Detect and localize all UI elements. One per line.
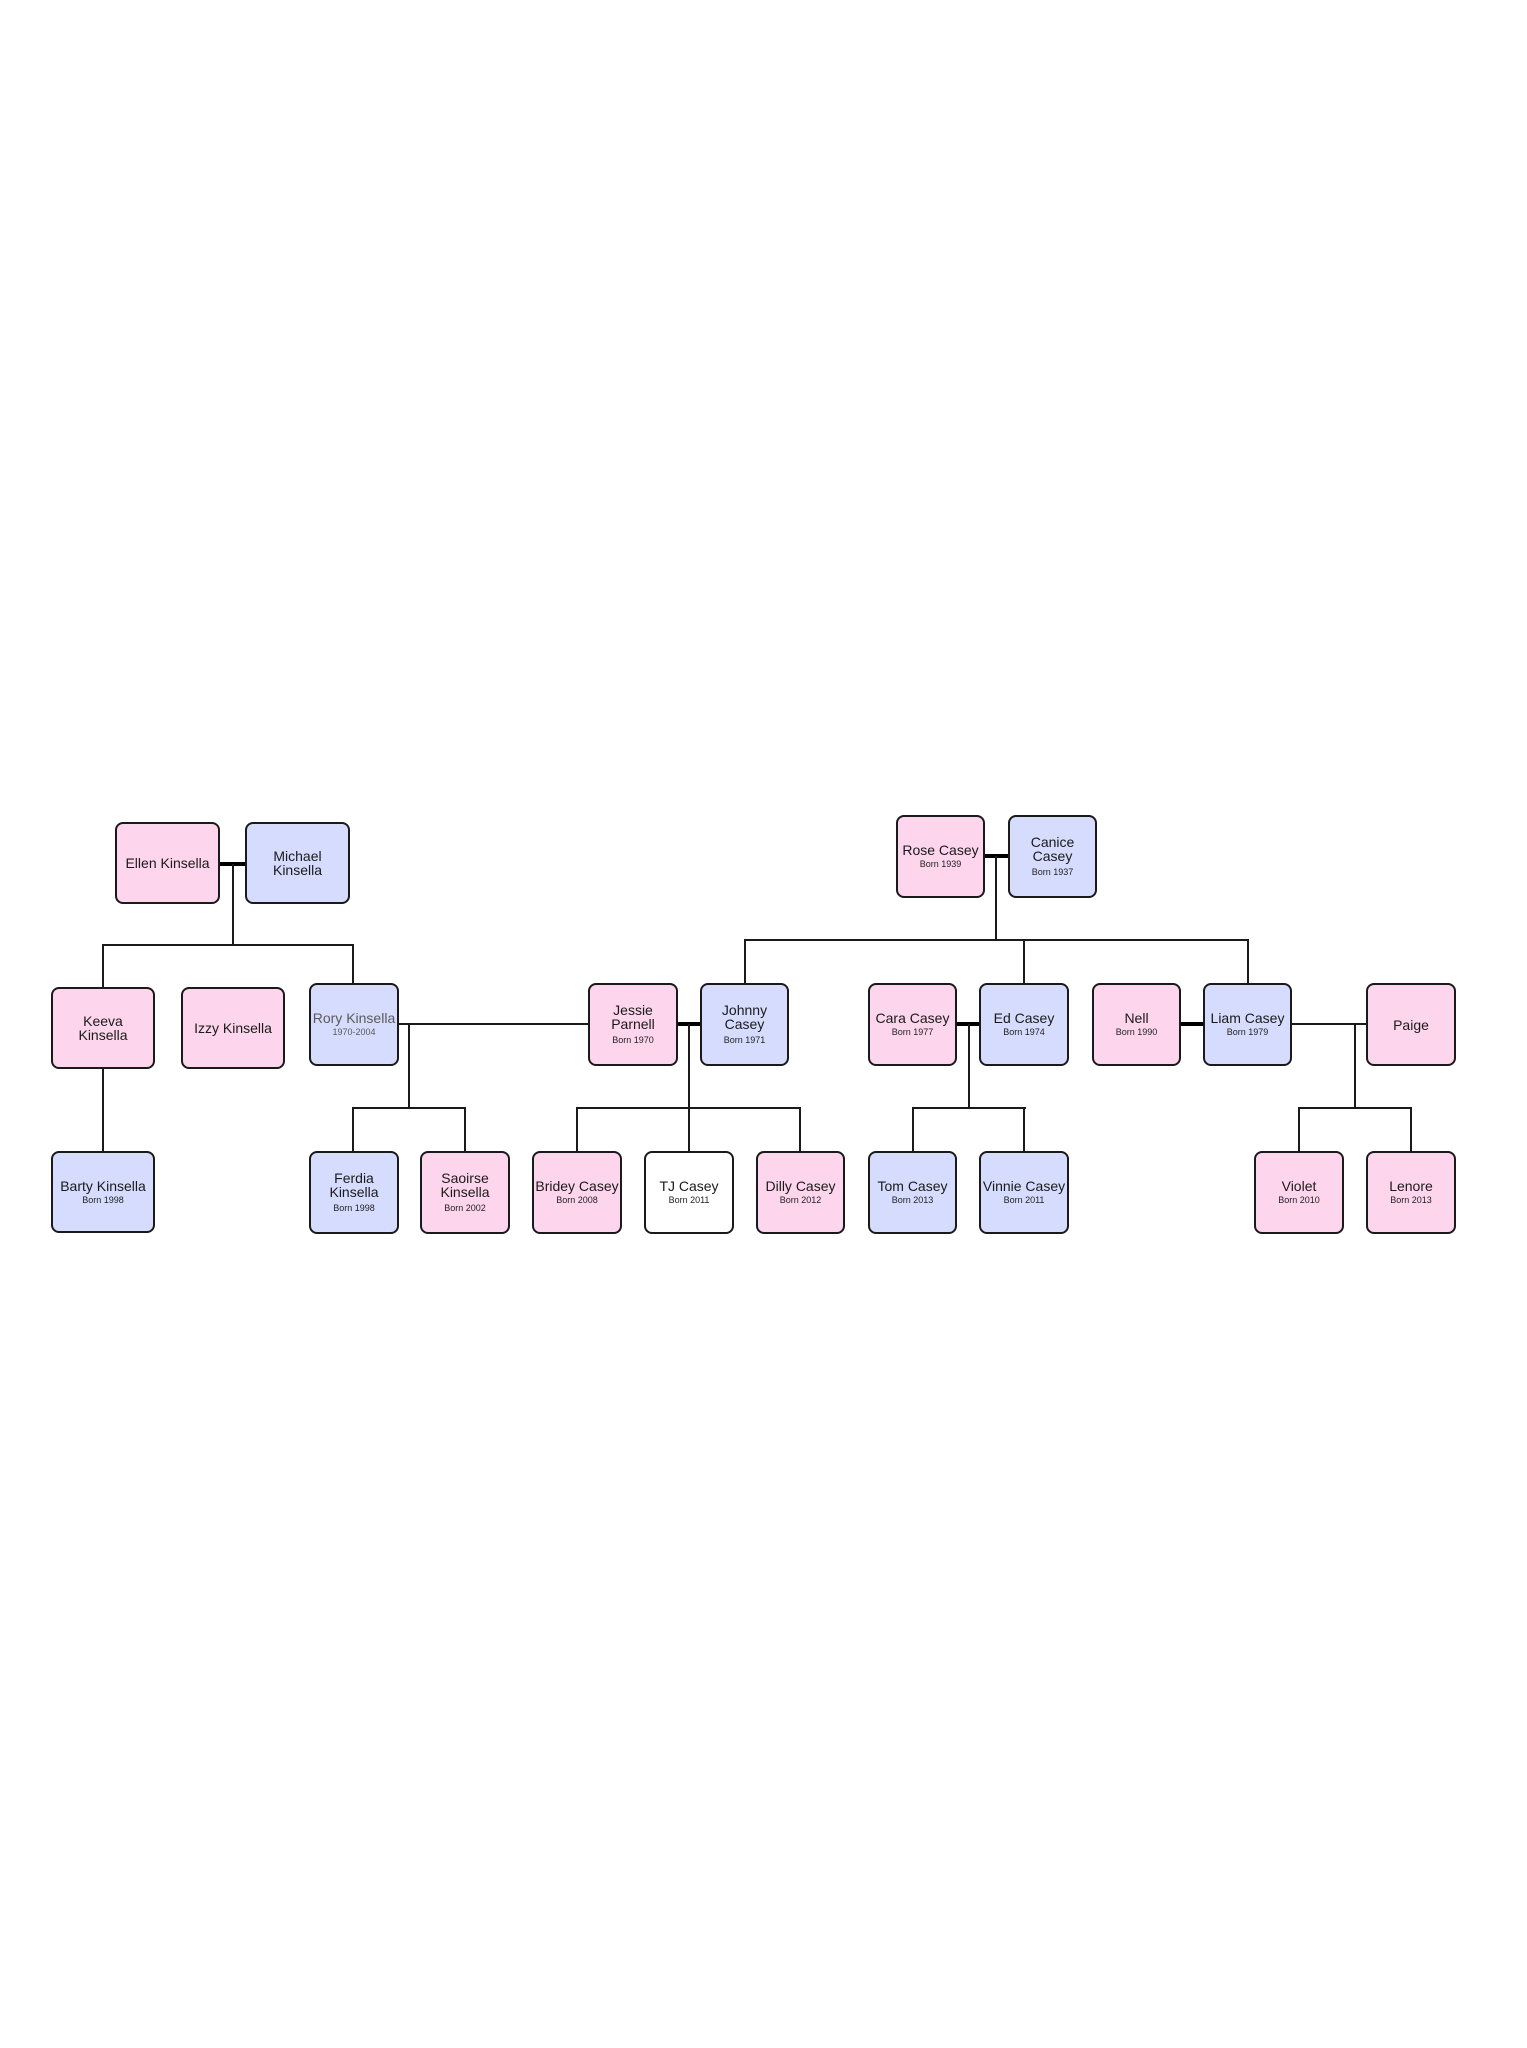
person-name: Johnny Casey	[721, 1002, 768, 1032]
person-name: Dilly Casey	[765, 1178, 836, 1194]
person-rory-kinsella[interactable]: Rory Kinsella 1970-2004	[309, 983, 399, 1066]
person-name: Saoirse Kinsella	[440, 1170, 490, 1200]
person-name: Izzy Kinsella	[194, 1020, 272, 1036]
person-ellen-kinsella[interactable]: Ellen Kinsella	[115, 822, 220, 904]
person-ed-casey[interactable]: Ed Casey Born 1974	[979, 983, 1069, 1066]
person-johnny-casey[interactable]: Johnny Casey Born 1971	[700, 983, 789, 1066]
person-name: Jessie Parnell	[611, 1002, 655, 1032]
person-jessie-parnell[interactable]: Jessie Parnell Born 1970	[588, 983, 678, 1066]
person-canice-casey[interactable]: Canice Casey Born 1937	[1008, 815, 1097, 898]
person-dates: Born 2011	[1003, 1195, 1045, 1205]
person-dates: Born 2013	[1390, 1195, 1432, 1205]
person-name: Cara Casey	[875, 1010, 950, 1026]
person-dates: Born 1990	[1115, 1027, 1158, 1037]
person-ferdia-kinsella[interactable]: Ferdia Kinsella Born 1998	[309, 1151, 399, 1234]
person-name: Liam Casey	[1210, 1010, 1285, 1026]
person-name: Keeva Kinsella	[78, 1013, 128, 1043]
person-name: Bridey Casey	[535, 1178, 619, 1194]
person-dates: Born 1979	[1226, 1027, 1269, 1037]
person-name: Violet	[1281, 1178, 1317, 1194]
person-name: Canice Casey	[1030, 834, 1075, 864]
person-dates: Born 2012	[779, 1195, 822, 1205]
partner-line-liam-paige	[1292, 1023, 1366, 1025]
sibling-bar-casey	[744, 939, 1249, 941]
drop-lenore	[1410, 1107, 1412, 1152]
person-name: Nell	[1124, 1010, 1149, 1026]
drop-saoirse	[464, 1107, 466, 1152]
drop-barty	[102, 1068, 104, 1152]
drop-rory	[352, 944, 354, 984]
person-name: Michael Kinsella	[272, 848, 323, 878]
person-name: Ed Casey	[993, 1010, 1055, 1026]
drop-ed	[1023, 939, 1025, 984]
person-dates: Born 1977	[891, 1027, 934, 1037]
person-lenore[interactable]: Lenore Born 2013	[1366, 1151, 1456, 1234]
marriage-line-nell-liam	[1181, 1022, 1203, 1026]
person-name: Paige	[1393, 1016, 1429, 1033]
person-name: Vinnie Casey	[982, 1178, 1066, 1194]
person-name: Tom Casey	[877, 1178, 948, 1194]
partner-line-rory-jessie	[398, 1023, 588, 1025]
drop-violet	[1298, 1107, 1300, 1152]
person-keeva-kinsella[interactable]: Keeva Kinsella	[51, 987, 155, 1069]
person-dates: Born 1998	[333, 1203, 375, 1213]
person-dates: 1970-2004	[332, 1027, 376, 1037]
person-dilly-casey[interactable]: Dilly Casey Born 2012	[756, 1151, 845, 1234]
sibling-bar-liam-paige	[1298, 1107, 1412, 1109]
person-dates: Born 2013	[891, 1195, 934, 1205]
person-tom-casey[interactable]: Tom Casey Born 2013	[868, 1151, 957, 1234]
drop-bridey	[576, 1107, 578, 1152]
person-dates: Born 2008	[556, 1195, 598, 1205]
person-michael-kinsella[interactable]: Michael Kinsella	[245, 822, 350, 904]
person-dates: Born 1971	[723, 1035, 766, 1045]
descent-line-kinsella	[232, 864, 234, 946]
person-dates: Born 1937	[1031, 867, 1074, 877]
person-cara-casey[interactable]: Cara Casey Born 1977	[868, 983, 957, 1066]
person-saoirse-kinsella[interactable]: Saoirse Kinsella Born 2002	[420, 1151, 510, 1234]
descent-line-jessie-johnny	[688, 1024, 690, 1152]
descent-line-rory	[408, 1023, 410, 1109]
person-dates: Born 1970	[612, 1035, 654, 1045]
drop-ferdia	[352, 1107, 354, 1152]
sibling-bar-cara-ed	[912, 1107, 1026, 1109]
person-tj-casey[interactable]: TJ Casey Born 2011	[644, 1151, 734, 1234]
person-dates: Born 1998	[82, 1194, 124, 1205]
sibling-bar-jessie-johnny	[576, 1107, 801, 1109]
sibling-bar-kinsella	[102, 944, 354, 946]
person-name: Barty Kinsella	[60, 1177, 146, 1194]
descent-line-liam-paige	[1354, 1023, 1356, 1109]
descent-line-casey	[995, 856, 997, 941]
person-bridey-casey[interactable]: Bridey Casey Born 2008	[532, 1151, 622, 1234]
drop-liam	[1247, 939, 1249, 984]
drop-dilly	[799, 1107, 801, 1152]
person-name: TJ Casey	[659, 1178, 719, 1194]
person-dates: Born 2010	[1278, 1195, 1320, 1205]
person-name: Rose Casey	[902, 842, 979, 858]
sibling-bar-rory	[352, 1107, 466, 1109]
person-dates: Born 1939	[919, 859, 962, 869]
person-vinnie-casey[interactable]: Vinnie Casey Born 2011	[979, 1151, 1069, 1234]
person-dates: Born 1974	[1003, 1027, 1045, 1037]
person-rose-casey[interactable]: Rose Casey Born 1939	[896, 815, 985, 898]
person-name: Lenore	[1389, 1178, 1433, 1194]
person-liam-casey[interactable]: Liam Casey Born 1979	[1203, 983, 1292, 1066]
person-violet[interactable]: Violet Born 2010	[1254, 1151, 1344, 1234]
drop-vinnie	[1023, 1107, 1025, 1152]
person-dates: Born 2011	[668, 1195, 710, 1205]
descent-line-cara-ed	[968, 1024, 970, 1109]
drop-johnny	[744, 939, 746, 984]
person-name: Rory Kinsella	[312, 1010, 396, 1026]
drop-keeva	[102, 944, 104, 988]
person-dates: Born 2002	[444, 1203, 486, 1213]
person-paige[interactable]: Paige	[1366, 983, 1456, 1066]
person-name: Ellen Kinsella	[125, 855, 210, 871]
person-nell[interactable]: Nell Born 1990	[1092, 983, 1181, 1066]
person-barty-kinsella[interactable]: Barty Kinsella Born 1998	[51, 1151, 155, 1233]
person-izzy-kinsella[interactable]: Izzy Kinsella	[181, 987, 285, 1069]
person-name: Ferdia Kinsella	[329, 1170, 379, 1200]
drop-tom	[912, 1107, 914, 1152]
